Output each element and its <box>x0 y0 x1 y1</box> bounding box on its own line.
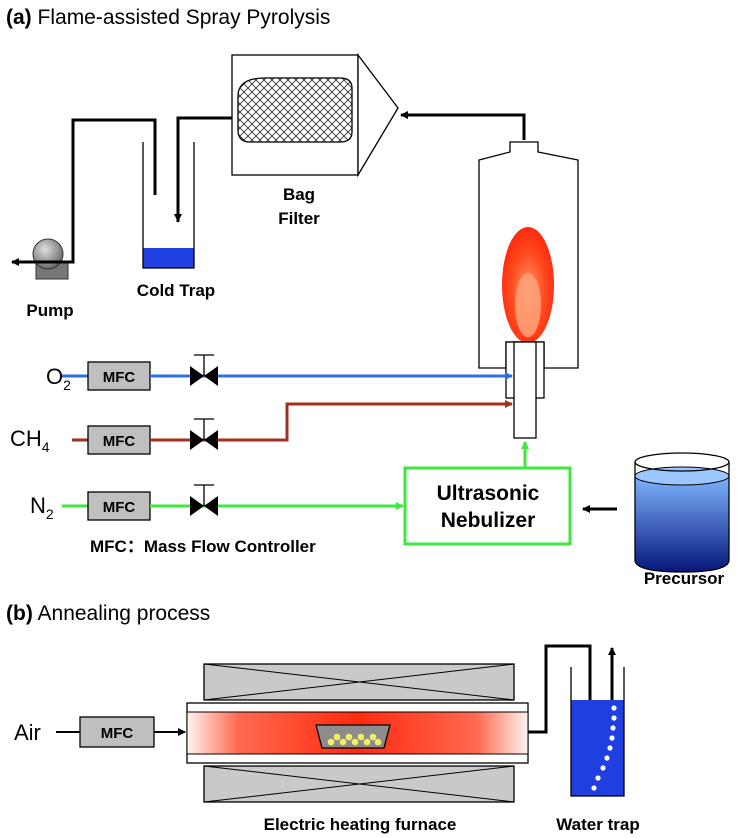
furnace-heater-top <box>203 663 515 701</box>
cold-trap <box>142 142 195 269</box>
bag-filter-label-line1: Bag <box>283 185 315 204</box>
mfc-o2-label: MFC <box>103 369 136 386</box>
valve-n2 <box>190 484 218 516</box>
section-b-title: (b) Annealing process <box>6 602 210 625</box>
bag-filter <box>231 53 399 178</box>
precursor-label: Precursor <box>644 569 725 588</box>
section-a-title: (a) Flame-assisted Spray Pyrolysis <box>6 6 330 29</box>
ch4-line <box>150 400 513 442</box>
mfc-air-label: MFC <box>101 725 134 742</box>
mfc-n2-label: MFC <box>103 499 136 516</box>
furnace-label: Electric heating furnace <box>264 815 457 834</box>
air-label: Air <box>14 720 41 745</box>
mfc-ch4-label: MFC <box>103 433 136 450</box>
water-trap <box>570 667 625 797</box>
exhaust-piping <box>11 111 526 266</box>
mfc-n2 <box>87 491 151 521</box>
burner-inner <box>513 341 537 439</box>
furnace-heater-bottom <box>203 765 515 803</box>
ultrasonic-nebulizer <box>403 466 572 546</box>
bag-filter-label-line2: Filter <box>278 209 320 228</box>
nebulizer-label-line2: Nebulizer <box>441 509 536 532</box>
mfc-air <box>79 716 155 748</box>
outlet-line <box>528 644 594 787</box>
water-trap-label: Water trap <box>556 815 639 834</box>
valve-o2 <box>190 354 218 386</box>
mfc-legend: MFC：Mass Flow Controller <box>90 537 316 556</box>
gas-label-ch4: CH4 <box>10 426 50 455</box>
gas-label-o2: O2 <box>46 364 71 393</box>
precursor-beaker <box>634 452 730 573</box>
flame-reactor <box>478 141 579 439</box>
gas-label-n2: N2 <box>30 493 54 522</box>
sample-boat <box>315 724 391 749</box>
pump-label: Pump <box>26 301 73 320</box>
valve-ch4 <box>190 418 218 450</box>
cold-trap-label: Cold Trap <box>137 281 215 300</box>
nebulizer-label-line1: Ultrasonic <box>437 482 540 505</box>
pump <box>32 238 69 280</box>
